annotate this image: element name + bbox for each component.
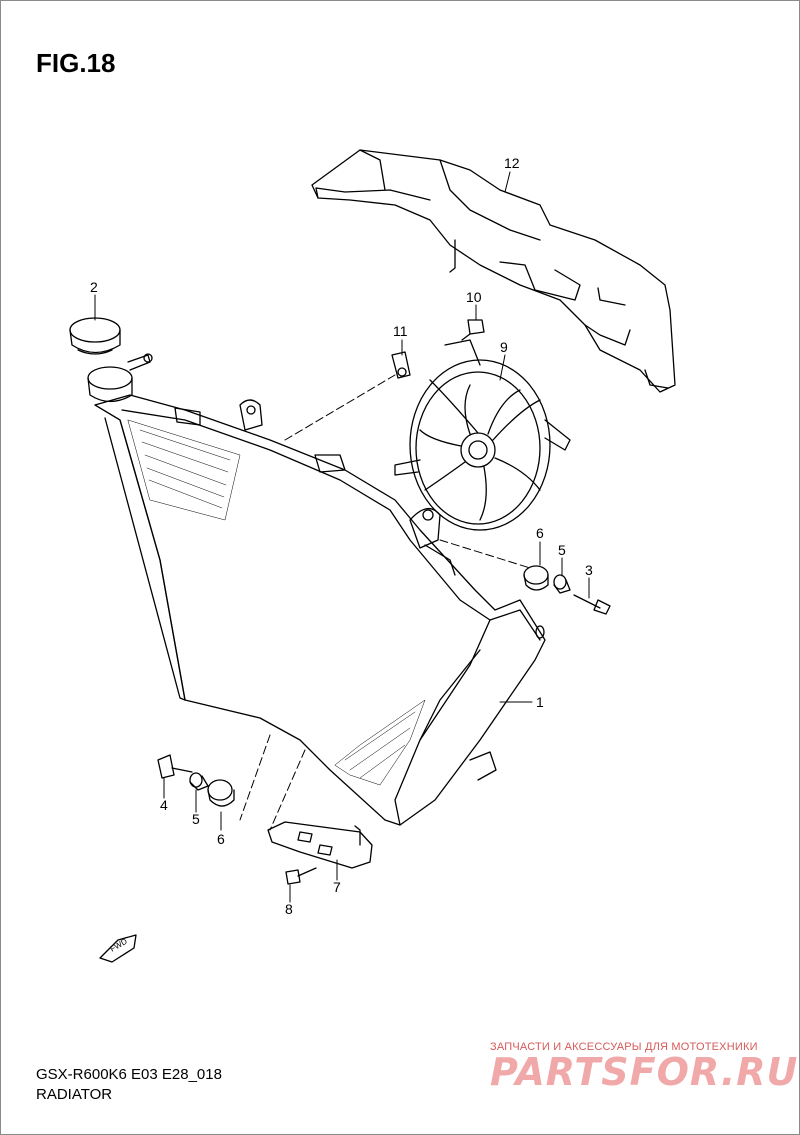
figure-caption: RADIATOR [36, 1086, 113, 1103]
bolt-part-10 [461, 319, 485, 341]
air-duct-part-12 [311, 149, 676, 393]
callout-10: 10 [466, 289, 482, 305]
bolt-part-4 [157, 754, 193, 779]
callout-6-right: 6 [536, 525, 544, 541]
callout-5-right: 5 [558, 542, 566, 558]
fwd-label: FWD [109, 937, 129, 954]
callout-12: 12 [504, 155, 520, 171]
bracket-part-7 [267, 821, 373, 869]
screw-part-8 [285, 867, 317, 885]
collar-part-5-right [553, 574, 571, 594]
radiator-cap-part-2 [69, 317, 121, 355]
leader-lines [94, 171, 590, 903]
grommet-part-6-right [523, 565, 549, 591]
fwd-arrow-icon [99, 934, 137, 963]
clip-nut-part-11 [391, 351, 411, 379]
model-code: GSX-R600K6 E03 E28_018 [36, 1066, 222, 1083]
callout-3: 3 [585, 562, 593, 578]
grommet-part-6-left [207, 779, 235, 807]
callout-11: 11 [393, 323, 408, 339]
callout-9: 9 [500, 339, 508, 355]
bolt-part-3 [573, 594, 611, 615]
callout-5-left: 5 [192, 811, 200, 827]
figure-title: FIG.18 [36, 48, 116, 78]
callout-8: 8 [285, 901, 293, 917]
callout-6-left: 6 [217, 831, 225, 847]
watermark-tagline: ЗАПЧАСТИ И АКСЕССУАРЫ ДЛЯ МОТОТЕХНИКИ [490, 1041, 758, 1053]
filler-neck [87, 353, 153, 403]
callout-7: 7 [333, 879, 341, 895]
cooling-fan-part-9 [394, 339, 571, 531]
callout-4: 4 [160, 797, 168, 813]
watermark-brand: PARTSFOR.RU [490, 1050, 799, 1094]
callout-1: 1 [536, 694, 544, 710]
callout-2: 2 [90, 279, 98, 295]
collar-part-5-left [189, 772, 209, 791]
radiator-part-1 [94, 394, 546, 826]
